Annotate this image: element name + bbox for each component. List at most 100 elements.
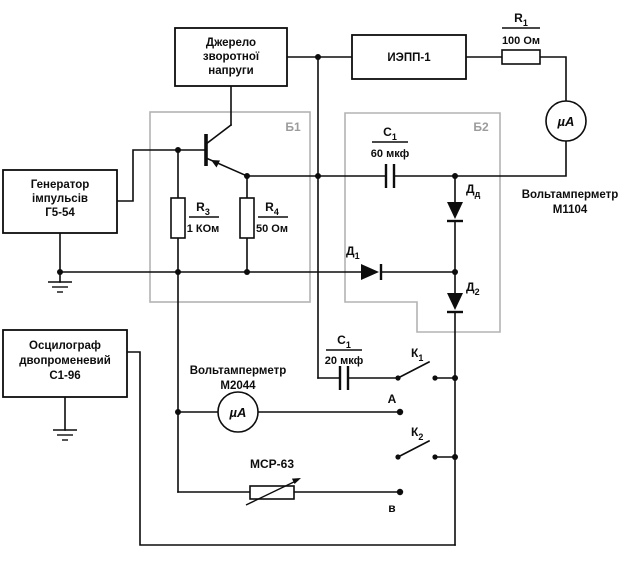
r1-value: 100 Ом	[502, 35, 540, 47]
wire	[126, 351, 456, 546]
resistor-r4: R4 50 Ом	[239, 197, 288, 239]
d1-triangle	[361, 264, 379, 280]
mcr63-label: МСР-63	[250, 457, 294, 471]
k2-blade	[396, 439, 431, 459]
block-b2: Б2	[344, 112, 501, 333]
resistor-r1: R1 100 Ом	[501, 11, 541, 65]
c60-plates	[384, 164, 396, 188]
c20-label: С1	[337, 333, 351, 350]
block-b2-outline	[344, 112, 501, 333]
block-b1: Б1	[149, 111, 311, 303]
m2044-label-line1: Вольтамперметр	[190, 365, 287, 377]
k1-contact	[395, 375, 401, 381]
terminal-b: в	[388, 488, 404, 515]
k1-contact	[432, 375, 438, 381]
junction-dot	[452, 454, 458, 460]
iepp-box-label: ИЭПП-1	[387, 52, 431, 64]
rheostat-mcr63: МСР-63	[245, 457, 301, 506]
r1-body	[501, 49, 541, 65]
wiring	[59, 56, 567, 546]
d2-label: Д2	[466, 280, 480, 297]
ground-icon	[48, 281, 72, 293]
ammeter-icon	[217, 391, 259, 433]
oscilloscope-box-line3: С1-96	[49, 370, 80, 382]
wire	[393, 140, 567, 177]
c60-label: С1	[383, 125, 397, 142]
source-box-outline	[174, 27, 288, 87]
m1104-label-line1: Вольтамперметр	[522, 189, 619, 201]
c20-plates	[338, 366, 350, 390]
ammeter-m2044: Вольтамперметр М2044 µА	[190, 365, 287, 433]
capacitor-c20: С1 20 мкф	[325, 333, 364, 390]
junction-dot	[315, 54, 321, 60]
k2-contact	[395, 454, 401, 460]
diode-d2: Д2	[447, 280, 480, 314]
m1104-label-line2: М1104	[553, 204, 588, 216]
junction-dot	[244, 269, 250, 275]
k1-blade	[396, 360, 431, 380]
generator-box-line2: імпульсів	[32, 193, 88, 205]
generator-box: Генератор імпульсів Г5-54	[2, 169, 118, 234]
junction-dot	[452, 375, 458, 381]
block-b2-label: Б2	[473, 120, 489, 134]
c60-value: 60 мкф	[371, 148, 410, 160]
transistor-emitter-arrow	[211, 160, 220, 168]
capacitor-c60: С1 60 мкф	[371, 125, 410, 188]
m2044-dial: µА	[229, 405, 247, 420]
generator-box-line3: Г5-54	[45, 207, 75, 219]
r3-label: R3	[196, 200, 210, 217]
oscilloscope-box-line2: двопроменевий	[19, 355, 111, 367]
wire	[539, 56, 567, 102]
m1104-dial: µА	[557, 114, 575, 129]
junction-dot	[452, 173, 458, 179]
junction-dot	[315, 173, 321, 179]
diode-dd: Дд	[447, 182, 481, 223]
junction-dot	[452, 269, 458, 275]
r4-body	[239, 197, 255, 239]
mcr63-arrow-shaft	[245, 479, 299, 506]
junction-dot	[175, 269, 181, 275]
junction-dot	[175, 147, 181, 153]
r3-body	[170, 197, 186, 239]
source-box-line1: Джерело	[206, 37, 256, 49]
source-box: Джерело зворотної напруги	[174, 27, 288, 87]
transistor-collector	[204, 123, 233, 146]
oscilloscope-box: Осцилограф двопроменевий С1-96	[2, 329, 128, 398]
k2-label: К2	[411, 425, 423, 442]
transistor-icon	[204, 123, 249, 178]
generator-box-outline	[2, 169, 118, 234]
dd-label: Дд	[466, 182, 481, 199]
k2-contact	[432, 454, 438, 460]
terminal-b-dot	[396, 488, 404, 496]
dd-triangle	[447, 202, 463, 219]
mcr63-arrow-head	[291, 478, 301, 484]
r4-value: 50 Ом	[256, 223, 288, 235]
d2-triangle	[447, 293, 463, 310]
r3-value: 1 КОм	[187, 223, 220, 235]
terminal-a-label: А	[388, 392, 397, 406]
block-b1-label: Б1	[285, 120, 301, 134]
switch-k2: К2	[395, 425, 438, 460]
oscilloscope-box-outline	[2, 329, 128, 398]
diode-d1: Д1	[346, 244, 383, 280]
iepp-box-outline	[351, 34, 467, 80]
ammeter-icon	[545, 100, 587, 142]
terminal-b-label: в	[388, 501, 395, 515]
terminal-a-dot	[396, 408, 404, 416]
oscilloscope-box-line1: Осцилограф	[29, 340, 101, 352]
junction-dot	[175, 409, 181, 415]
resistor-r3: R3 1 КОм	[170, 197, 220, 239]
c20-value: 20 мкф	[325, 355, 364, 367]
k1-label: К1	[411, 346, 423, 363]
terminal-a: А	[388, 392, 404, 416]
source-box-line2: зворотної	[203, 51, 260, 63]
d1-label: Д1	[346, 244, 360, 261]
m2044-label-line2: М2044	[220, 380, 256, 392]
block-b1-outline	[149, 111, 311, 303]
source-box-line3: напруги	[208, 65, 253, 77]
generator-box-line1: Генератор	[31, 179, 90, 191]
iepp-box: ИЭПП-1	[351, 34, 467, 80]
r4-label: R4	[265, 200, 279, 217]
